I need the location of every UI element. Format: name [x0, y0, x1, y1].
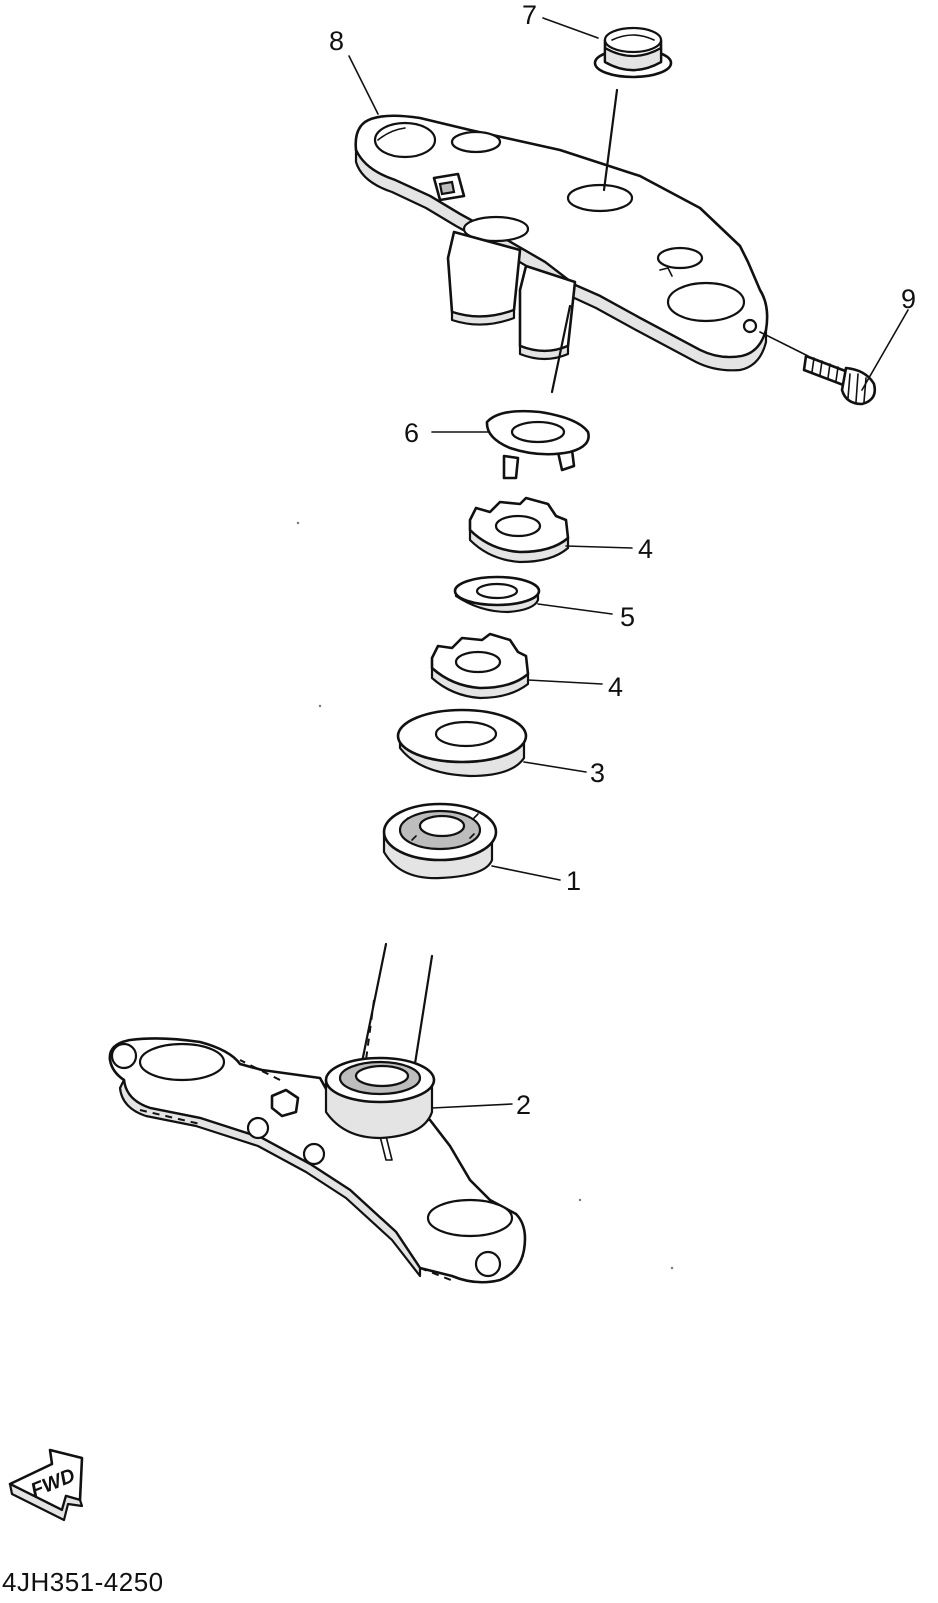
axis-line-mid: [550, 304, 572, 394]
ring-nut-part-4-lower: [430, 632, 530, 700]
callout-3: 3: [590, 758, 605, 788]
callout-4-upper: 4: [638, 534, 653, 564]
callout-2: 2: [516, 1090, 531, 1120]
callout-8: 8: [329, 26, 344, 56]
callout-4-lower: 4: [608, 672, 623, 702]
leader-lines: [348, 17, 909, 1109]
forward-direction-arrow: FWD: [8, 1448, 84, 1522]
callout-6: 6: [404, 418, 419, 448]
bearing-part-1: [382, 802, 498, 880]
axis-line-top: [602, 88, 619, 192]
bearing-cover-part-3: [396, 708, 528, 778]
drawing-code: 4JH351-4250: [2, 1567, 164, 1597]
lock-washer-part-6: [485, 409, 590, 480]
callout-labels: 7 8 9 6 4 5 4 3 1 2: [329, 0, 916, 1120]
lower-bracket-part-2: [108, 942, 527, 1284]
stem-nut-part-7: [593, 26, 673, 79]
callout-1: 1: [566, 866, 581, 896]
callout-9: 9: [901, 284, 916, 314]
upper-bracket-part-8: [354, 114, 769, 372]
callout-5: 5: [620, 602, 635, 632]
washer-part-5: [453, 575, 541, 614]
ring-nut-part-4-upper: [468, 496, 570, 564]
pinch-bolt-part-9: [802, 354, 877, 406]
callout-7: 7: [522, 0, 537, 30]
